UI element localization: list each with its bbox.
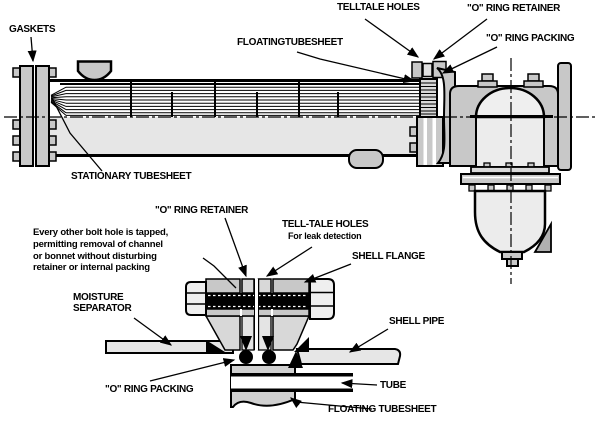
o-ring-groove-right [262,336,274,351]
note-line: permitting removal of channel [33,238,163,250]
shell-nozzle-top [76,60,113,82]
label-tube: TUBE [380,380,407,391]
drain-plug [506,258,519,267]
shell-nozzle-bottom [348,149,384,169]
rear-shell-flange [409,116,444,167]
label-tell-tale-holes-detail: TELL-TALE HOLES [282,219,369,230]
label-o-ring-packing-detail: "O" RING PACKING [105,384,194,395]
leader-lines [27,18,498,410]
leader-note [202,257,237,289]
hex-bolt-right [309,278,335,320]
tube-section [231,373,353,392]
label-o-ring-retainer-top: "O" RING RETAINER [467,3,561,14]
weld-wedge-right2 [294,337,309,352]
leader-shell-flange [303,263,352,283]
channel-barrel [476,117,544,166]
leader-floating-tubesheet-detail [289,397,373,410]
floating-tubesheet-block [419,78,438,118]
heat-exchanger-side-view [4,58,596,284]
leader-moisture-separator [133,317,173,346]
label-floating-tubesheet-top: FLOATINGTUBESHEET [237,37,343,48]
leader-floating-tubesheet-top [296,51,416,84]
label-stationary-tubesheet: STATIONARY TUBESHEET [71,171,192,182]
support-gusset [533,220,552,253]
leader-retainer-detail [224,217,247,278]
note-line: Every other bolt hole is tapped, [33,227,169,238]
leader-telltale-top [364,18,420,58]
baffles [130,82,339,117]
shoulder-bolts [477,73,544,88]
leader-stationary-tubesheet [51,97,103,172]
label-o-ring-packing-top: "O" RING PACKING [486,33,575,44]
label-shell-pipe: SHELL PIPE [389,316,445,327]
tube-bundle-area [49,80,420,117]
leader-tube [340,379,378,389]
leader-packing-top [441,46,498,74]
o-ring-left [239,350,253,364]
label-telltale-holes-top: TELLTALE HOLES [337,2,420,13]
weld-wedge-right [288,351,303,368]
label-tell-tale-holes-subtext: For leak detection [288,231,362,241]
stationary-end-flanges [12,65,57,167]
o-ring-right [262,350,276,364]
label-moisture-separator: MOISTURE SEPARATOR [73,292,132,314]
channel-flange [19,65,34,167]
leader-retainer-top [432,18,488,60]
telltale-hole-slot [254,279,259,350]
weld-wedge-left [206,340,225,352]
note-text: Every other bolt hole is tapped, permitt… [33,227,168,274]
label-floating-tubesheet-detail: FLOATING TUBESHEET [328,404,437,415]
note-line: retainer or internal packing [33,262,150,274]
leader-packing-detail [149,358,236,382]
drain-boss [501,251,523,260]
label-gaskets: GASKETS [9,24,56,35]
bonnet-dome [474,86,546,119]
label-shell-flange: SHELL FLANGE [352,251,425,262]
o-ring-groove-left [240,336,252,351]
hex-bolt-left [185,281,207,316]
leader-shell-pipe [348,328,389,353]
label-o-ring-retainer-detail: "O" RING RETAINER [155,205,249,216]
shell-flange-left [35,65,50,167]
separator-bowl [473,189,547,254]
leader-gaskets [27,36,37,63]
shell-pipe-plate [295,348,402,365]
leader-telltale-detail [265,246,313,277]
note-line: or bonnet without disturbing [33,250,157,262]
